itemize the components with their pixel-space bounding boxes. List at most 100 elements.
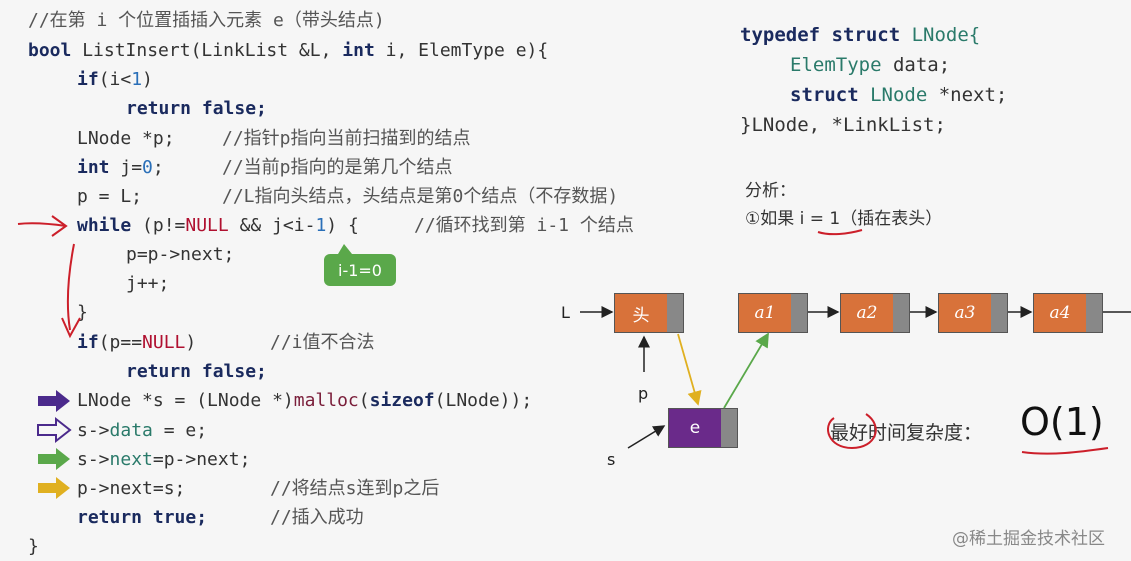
node-pointer	[721, 409, 737, 447]
watermark: @稀土掘金技术社区	[952, 529, 1105, 549]
code-int-j: int j=0;	[77, 157, 164, 179]
stmt: =p->next;	[152, 449, 251, 470]
cond: (i<	[98, 69, 132, 90]
struct-line4: }LNode, *LinkList;	[740, 114, 946, 136]
node-data: a1	[739, 294, 791, 332]
kw-struct: struct	[790, 84, 859, 106]
arrow-s	[627, 425, 666, 449]
struct-line1: typedef struct LNode{	[740, 24, 980, 46]
stmt: (LNode));	[434, 390, 533, 411]
node-data: a3	[939, 294, 991, 332]
code-return-true: return true;	[77, 507, 208, 528]
stmt: LNode *s = (LNode *)	[77, 390, 294, 411]
num: 1	[131, 69, 143, 90]
arrow-e-to-a1	[723, 332, 769, 409]
kw-sizeof: sizeof	[369, 390, 435, 411]
stmt: LNode *p;	[77, 128, 175, 149]
handwriting-circle-best	[827, 413, 877, 450]
sig-part2: i, ElemType e){	[374, 40, 549, 61]
code-lnode-decl: LNode *p;	[77, 128, 175, 150]
stmt: s->	[77, 449, 110, 470]
node-e-data: e	[669, 409, 721, 447]
analysis-case1: ①如果 i = 1（插在表头）	[745, 209, 943, 229]
code-block: //在第 i 个位置插插入元素 e（带头结点) bool ListInsert(…	[28, 10, 634, 557]
kw-int: int	[342, 40, 375, 61]
kw-if: if	[77, 332, 99, 353]
field: data	[109, 420, 153, 441]
type-name: ElemType	[790, 54, 882, 76]
node-data: a2	[841, 294, 893, 332]
code-comment: //循环找到第 i-1 个结点	[414, 215, 634, 236]
code-p-next-s: p->next=s;	[77, 478, 186, 499]
num: 1	[315, 215, 327, 236]
function-signature: bool ListInsert(LinkList &L, int i, Elem…	[28, 40, 548, 62]
kw-int: int	[77, 157, 110, 178]
null: NULL	[185, 215, 229, 236]
label-p: p	[638, 384, 649, 403]
cond: )	[142, 69, 153, 90]
code-malloc: LNode *s = (LNode *)malloc(sizeof(LNode)…	[77, 390, 532, 412]
code-comment: //i值不合法	[270, 332, 375, 353]
code-close-brace: }	[77, 302, 88, 323]
null: NULL	[142, 332, 186, 353]
code-return-false: return false;	[126, 98, 267, 119]
handwriting-arrow-while	[17, 215, 68, 237]
code-comment: //将结点s连到p之后	[270, 478, 440, 499]
cond: (p!=	[131, 215, 186, 236]
node-pointer	[667, 294, 683, 332]
field: *next;	[927, 84, 1008, 106]
code-while: while (p!=NULL && j<i-1) {	[77, 215, 359, 237]
code-p-next: p=p->next;	[126, 244, 235, 265]
kw-if: if	[77, 69, 99, 90]
label-s: s	[607, 450, 616, 469]
tooltip-pointer	[338, 244, 352, 254]
struct-line3: struct LNode *next;	[790, 84, 1007, 106]
node-a4: a4	[1033, 293, 1103, 333]
kw-bool: bool	[28, 40, 72, 61]
node-a2: a2	[840, 293, 910, 333]
code-if2: if(p==NULL)	[77, 332, 196, 354]
analysis-title: 分析：	[745, 181, 796, 201]
node-pointer	[1086, 294, 1102, 332]
node-a1: a1	[738, 293, 808, 333]
node-data: a4	[1034, 294, 1086, 332]
code-comment: //L指向头结点，头结点是第0个结点（不存数据)	[222, 186, 619, 207]
code-comment: //当前p指向的是第几个结点	[222, 157, 453, 178]
arrow-purple-filled	[38, 390, 70, 412]
node-a3: a3	[938, 293, 1008, 333]
cond: )	[185, 332, 197, 353]
fn-malloc: malloc	[293, 390, 359, 411]
struct-line2: ElemType data;	[790, 54, 950, 76]
cond: && j<i-	[228, 215, 316, 236]
arrow-head-to-e	[677, 333, 702, 406]
code-end-brace: }	[28, 536, 39, 557]
handwriting-underline-i1	[817, 229, 863, 236]
code-comment: //指针p指向当前扫描到的结点	[222, 128, 471, 149]
stmt: s->	[77, 420, 110, 441]
code-comment-title: //在第 i 个位置插插入元素 e（带头结点)	[28, 10, 385, 31]
type-name: LNode	[858, 84, 928, 106]
code-p-assign: p = L;	[77, 186, 143, 207]
arrow-purple-outline	[37, 416, 72, 444]
node-e: e	[668, 408, 738, 448]
code-j-inc: j++;	[126, 273, 170, 294]
kw-while: while	[77, 215, 132, 236]
node-pointer	[991, 294, 1007, 332]
code-if1: if(i<1)	[77, 69, 153, 91]
code-s-data: s->data = e;	[77, 420, 207, 442]
code-s-next: s->next=p->next;	[77, 449, 250, 471]
num: 0	[142, 157, 153, 178]
handwriting-loop-line	[61, 243, 81, 339]
kw-typedef: typedef struct	[740, 24, 901, 46]
node-pointer	[791, 294, 807, 332]
cond: ) {	[326, 215, 359, 236]
best-complexity-label: 最好时间复杂度：	[830, 422, 983, 444]
type-name: LNode{	[900, 24, 981, 46]
node-head-data: 头	[615, 294, 667, 332]
stmt: ;	[152, 157, 164, 178]
field: data;	[881, 54, 951, 76]
node-pointer	[893, 294, 909, 332]
arrow-green	[38, 448, 70, 470]
complexity-value: O(1)	[1020, 400, 1104, 444]
